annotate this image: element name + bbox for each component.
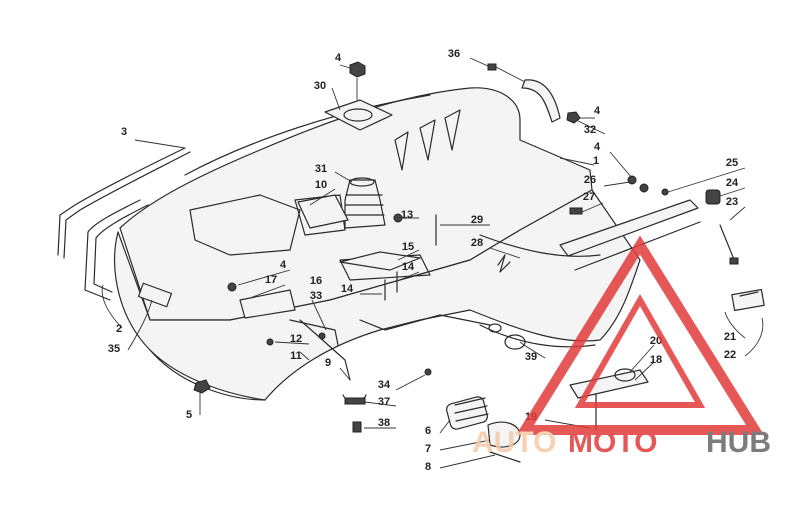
callout-c14a: 14	[341, 283, 354, 295]
mount-plate	[324, 61, 393, 131]
taillight	[731, 288, 765, 312]
corner-strip	[137, 282, 173, 308]
watermark-hub: HUB	[706, 426, 771, 459]
watermark: AUTO MOTO HUB	[472, 235, 771, 459]
callout-c16: 16	[310, 275, 322, 287]
grommet-39b	[488, 323, 502, 333]
grommet-24	[705, 189, 721, 205]
callout-c13: 13	[401, 209, 413, 221]
callout-c11: 11	[290, 350, 302, 362]
bolt-23	[719, 224, 739, 265]
callout-c35: 35	[108, 343, 120, 355]
steering-boot	[344, 177, 386, 229]
callout-c14b: 14	[402, 261, 415, 273]
lower-plate	[339, 251, 421, 271]
leader-lines	[101, 57, 764, 469]
callout-c37: 37	[378, 396, 390, 408]
callout-c38: 38	[378, 417, 390, 429]
fasteners	[193, 175, 669, 433]
callout-c4b: 4	[594, 105, 601, 117]
callout-c33: 33	[310, 290, 322, 302]
callout-c6: 6	[425, 425, 431, 437]
callout-c2: 2	[116, 323, 122, 335]
callout-c30: 30	[314, 80, 326, 92]
trim-strip	[57, 147, 191, 259]
clamp-37	[342, 394, 367, 405]
callout-c1: 1	[593, 155, 599, 167]
callout-c28: 28	[471, 237, 483, 249]
watermark-auto: AUTO	[472, 426, 556, 459]
horn-assembly	[446, 396, 521, 463]
watermark-moto: MOTO	[568, 426, 657, 459]
callout-c21: 21	[724, 331, 736, 343]
front-bumper	[84, 199, 149, 301]
callout-c4a: 4	[335, 52, 342, 64]
callout-c5: 5	[186, 409, 192, 421]
grommet-39	[504, 334, 526, 350]
callout-c10: 10	[315, 179, 327, 191]
callout-c3: 3	[121, 126, 127, 138]
callout-c39: 39	[525, 351, 537, 363]
hood-body	[113, 87, 641, 401]
callout-c34: 34	[378, 379, 391, 391]
callout-c18: 18	[650, 354, 662, 366]
support-bracket	[239, 289, 491, 381]
callout-c31: 31	[315, 163, 327, 175]
callout-c8: 8	[425, 461, 431, 473]
callout-c29: 29	[471, 214, 483, 226]
callout-c12: 12	[290, 333, 302, 345]
callout-c25: 25	[726, 157, 738, 169]
callout-c27: 27	[583, 191, 595, 203]
callout-c9: 9	[325, 357, 331, 369]
callout-c7: 7	[425, 443, 431, 455]
callout-c26: 26	[584, 174, 596, 186]
callout-c23: 23	[726, 196, 738, 208]
callout-c4c: 4	[594, 141, 601, 153]
callout-c24: 24	[726, 177, 739, 189]
callout-c32: 32	[584, 124, 596, 136]
callout-c17: 17	[265, 274, 277, 286]
callout-c22: 22	[724, 349, 736, 361]
callout-c15: 15	[402, 241, 414, 253]
callout-c4d: 4	[280, 259, 287, 271]
callout-c36: 36	[448, 48, 460, 60]
